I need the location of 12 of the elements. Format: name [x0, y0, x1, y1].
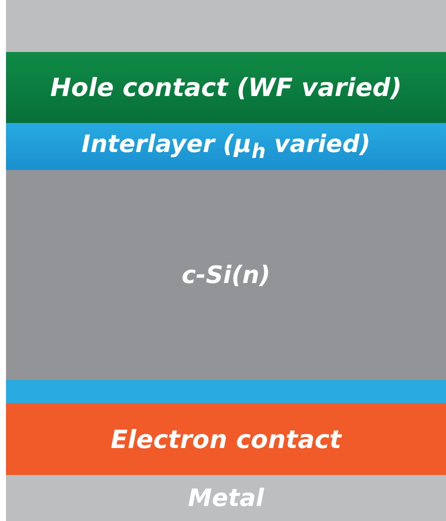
layer-label: Interlayer (μ$_{h}$ varied) — [82, 130, 370, 163]
metal-layer — [6, 475, 446, 521]
layer-label: Hole contact (WF varied) — [50, 73, 402, 102]
layer-label: Electron contact — [110, 424, 342, 454]
interlayer-band — [6, 380, 446, 403]
contact-layer — [6, 403, 446, 475]
contact-layer — [6, 52, 446, 123]
metal-layer — [6, 0, 446, 52]
interlayer-band — [6, 123, 446, 170]
substrate-layer — [6, 170, 446, 380]
layer-label: c-Si(n) — [182, 261, 270, 289]
layer-label: Metal — [188, 484, 264, 512]
